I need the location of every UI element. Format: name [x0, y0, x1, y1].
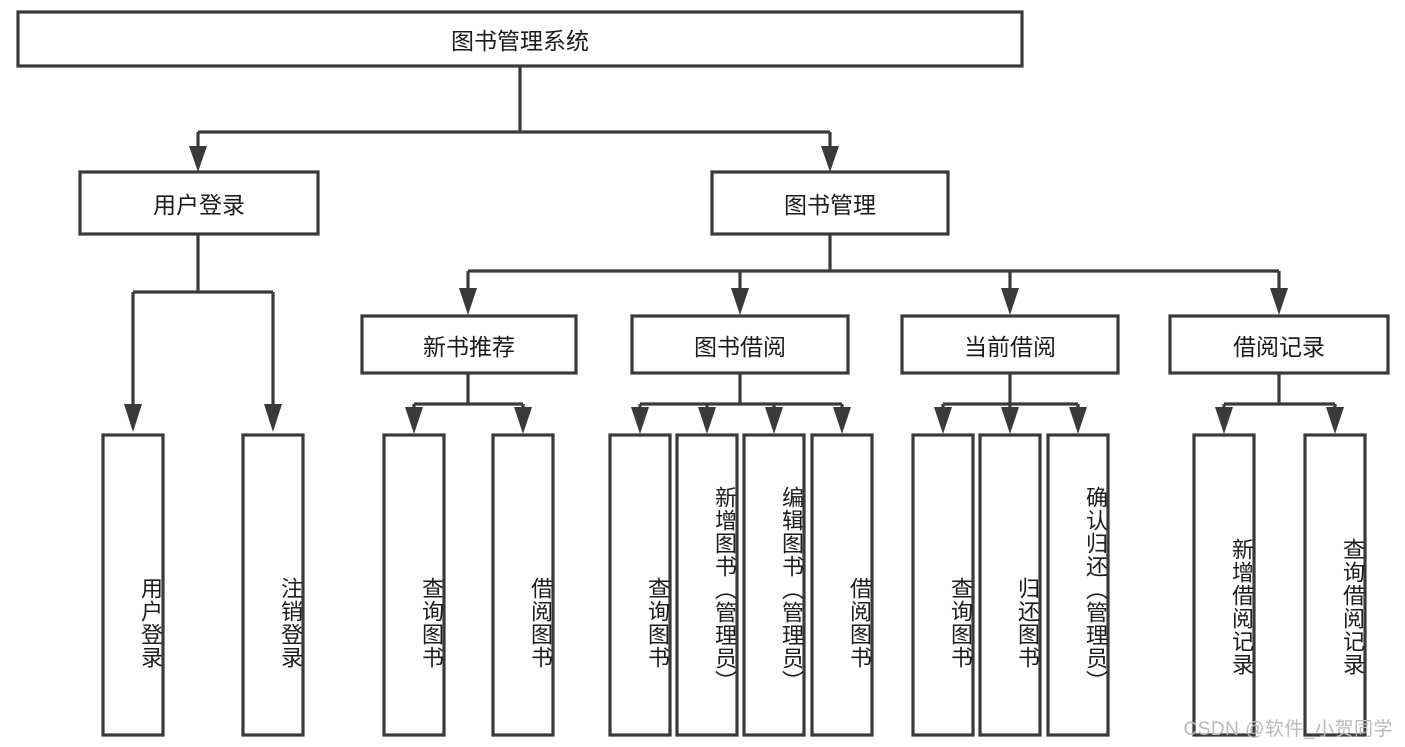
- arrow-head-br-leaf-2: [1326, 407, 1344, 434]
- node-leaf-edit-book-admin[interactable]: [742, 433, 806, 737]
- arrow-head-logout-leaf: [264, 404, 282, 432]
- connector-group-book-borrow: [631, 373, 851, 434]
- arrow-head-bb-leaf-3: [765, 407, 783, 434]
- arrow-head-bb-leaf-2: [698, 407, 716, 434]
- node-leaf-query-borrow-record[interactable]: [1303, 433, 1367, 737]
- node-leaf-logout[interactable]: [241, 433, 305, 737]
- node-leaf-query-book-1[interactable]: [382, 433, 446, 737]
- arrow-head-cb-leaf-1: [934, 407, 952, 434]
- arrow-head-cb-leaf-3: [1069, 407, 1087, 434]
- node-leaf-query-book-2[interactable]: [608, 433, 672, 737]
- arrow-head-to-user-login: [189, 146, 207, 172]
- arrow-head-borrow-record: [1270, 288, 1288, 315]
- node-borrow-record[interactable]: [1168, 314, 1390, 375]
- node-leaf-confirm-return-admin[interactable]: [1046, 433, 1110, 737]
- connector-group-book-manage: [459, 234, 1288, 315]
- node-leaf-borrow-book-2[interactable]: [810, 433, 874, 737]
- node-leaf-add-book-admin[interactable]: [675, 433, 739, 737]
- connector-group-root: [189, 66, 839, 172]
- node-leaf-borrow-book-1[interactable]: [491, 433, 555, 737]
- arrow-head-bb-leaf-1: [631, 407, 649, 434]
- node-user-login[interactable]: [78, 170, 320, 236]
- node-leaf-user-login[interactable]: [101, 433, 165, 737]
- arrow-head-book-borrow: [731, 288, 749, 315]
- arrow-head-nbr-leaf-2: [514, 407, 532, 434]
- csdn-watermark: CSDN @软件_小贺同学: [1183, 719, 1393, 740]
- connector-group-new-book-rec: [405, 373, 532, 434]
- connector-group-borrow-record: [1215, 373, 1344, 434]
- node-leaf-add-borrow-record[interactable]: [1192, 433, 1256, 737]
- connector-group-user-login: [124, 234, 282, 432]
- node-new-book-recommend[interactable]: [360, 314, 578, 375]
- node-leaf-query-book-3[interactable]: [911, 433, 975, 737]
- arrow-head-nbr-leaf-1: [405, 407, 423, 434]
- node-leaf-return-book[interactable]: [978, 433, 1042, 737]
- arrow-head-cb-leaf-2: [1001, 407, 1019, 434]
- connector-group-current-borrow: [934, 373, 1087, 434]
- arrow-head-to-book-manage: [821, 146, 839, 172]
- node-book-borrow[interactable]: [630, 314, 850, 375]
- node-root-book-management-system[interactable]: [16, 10, 1024, 68]
- arrow-head-user-login-leaf: [124, 404, 142, 432]
- arrow-head-new-book-rec: [459, 288, 477, 315]
- arrow-head-br-leaf-1: [1215, 407, 1233, 434]
- arrow-head-current-borrow: [1001, 288, 1019, 315]
- node-book-management[interactable]: [710, 170, 950, 236]
- node-current-borrow[interactable]: [900, 314, 1120, 375]
- arrow-head-bb-leaf-4: [833, 407, 851, 434]
